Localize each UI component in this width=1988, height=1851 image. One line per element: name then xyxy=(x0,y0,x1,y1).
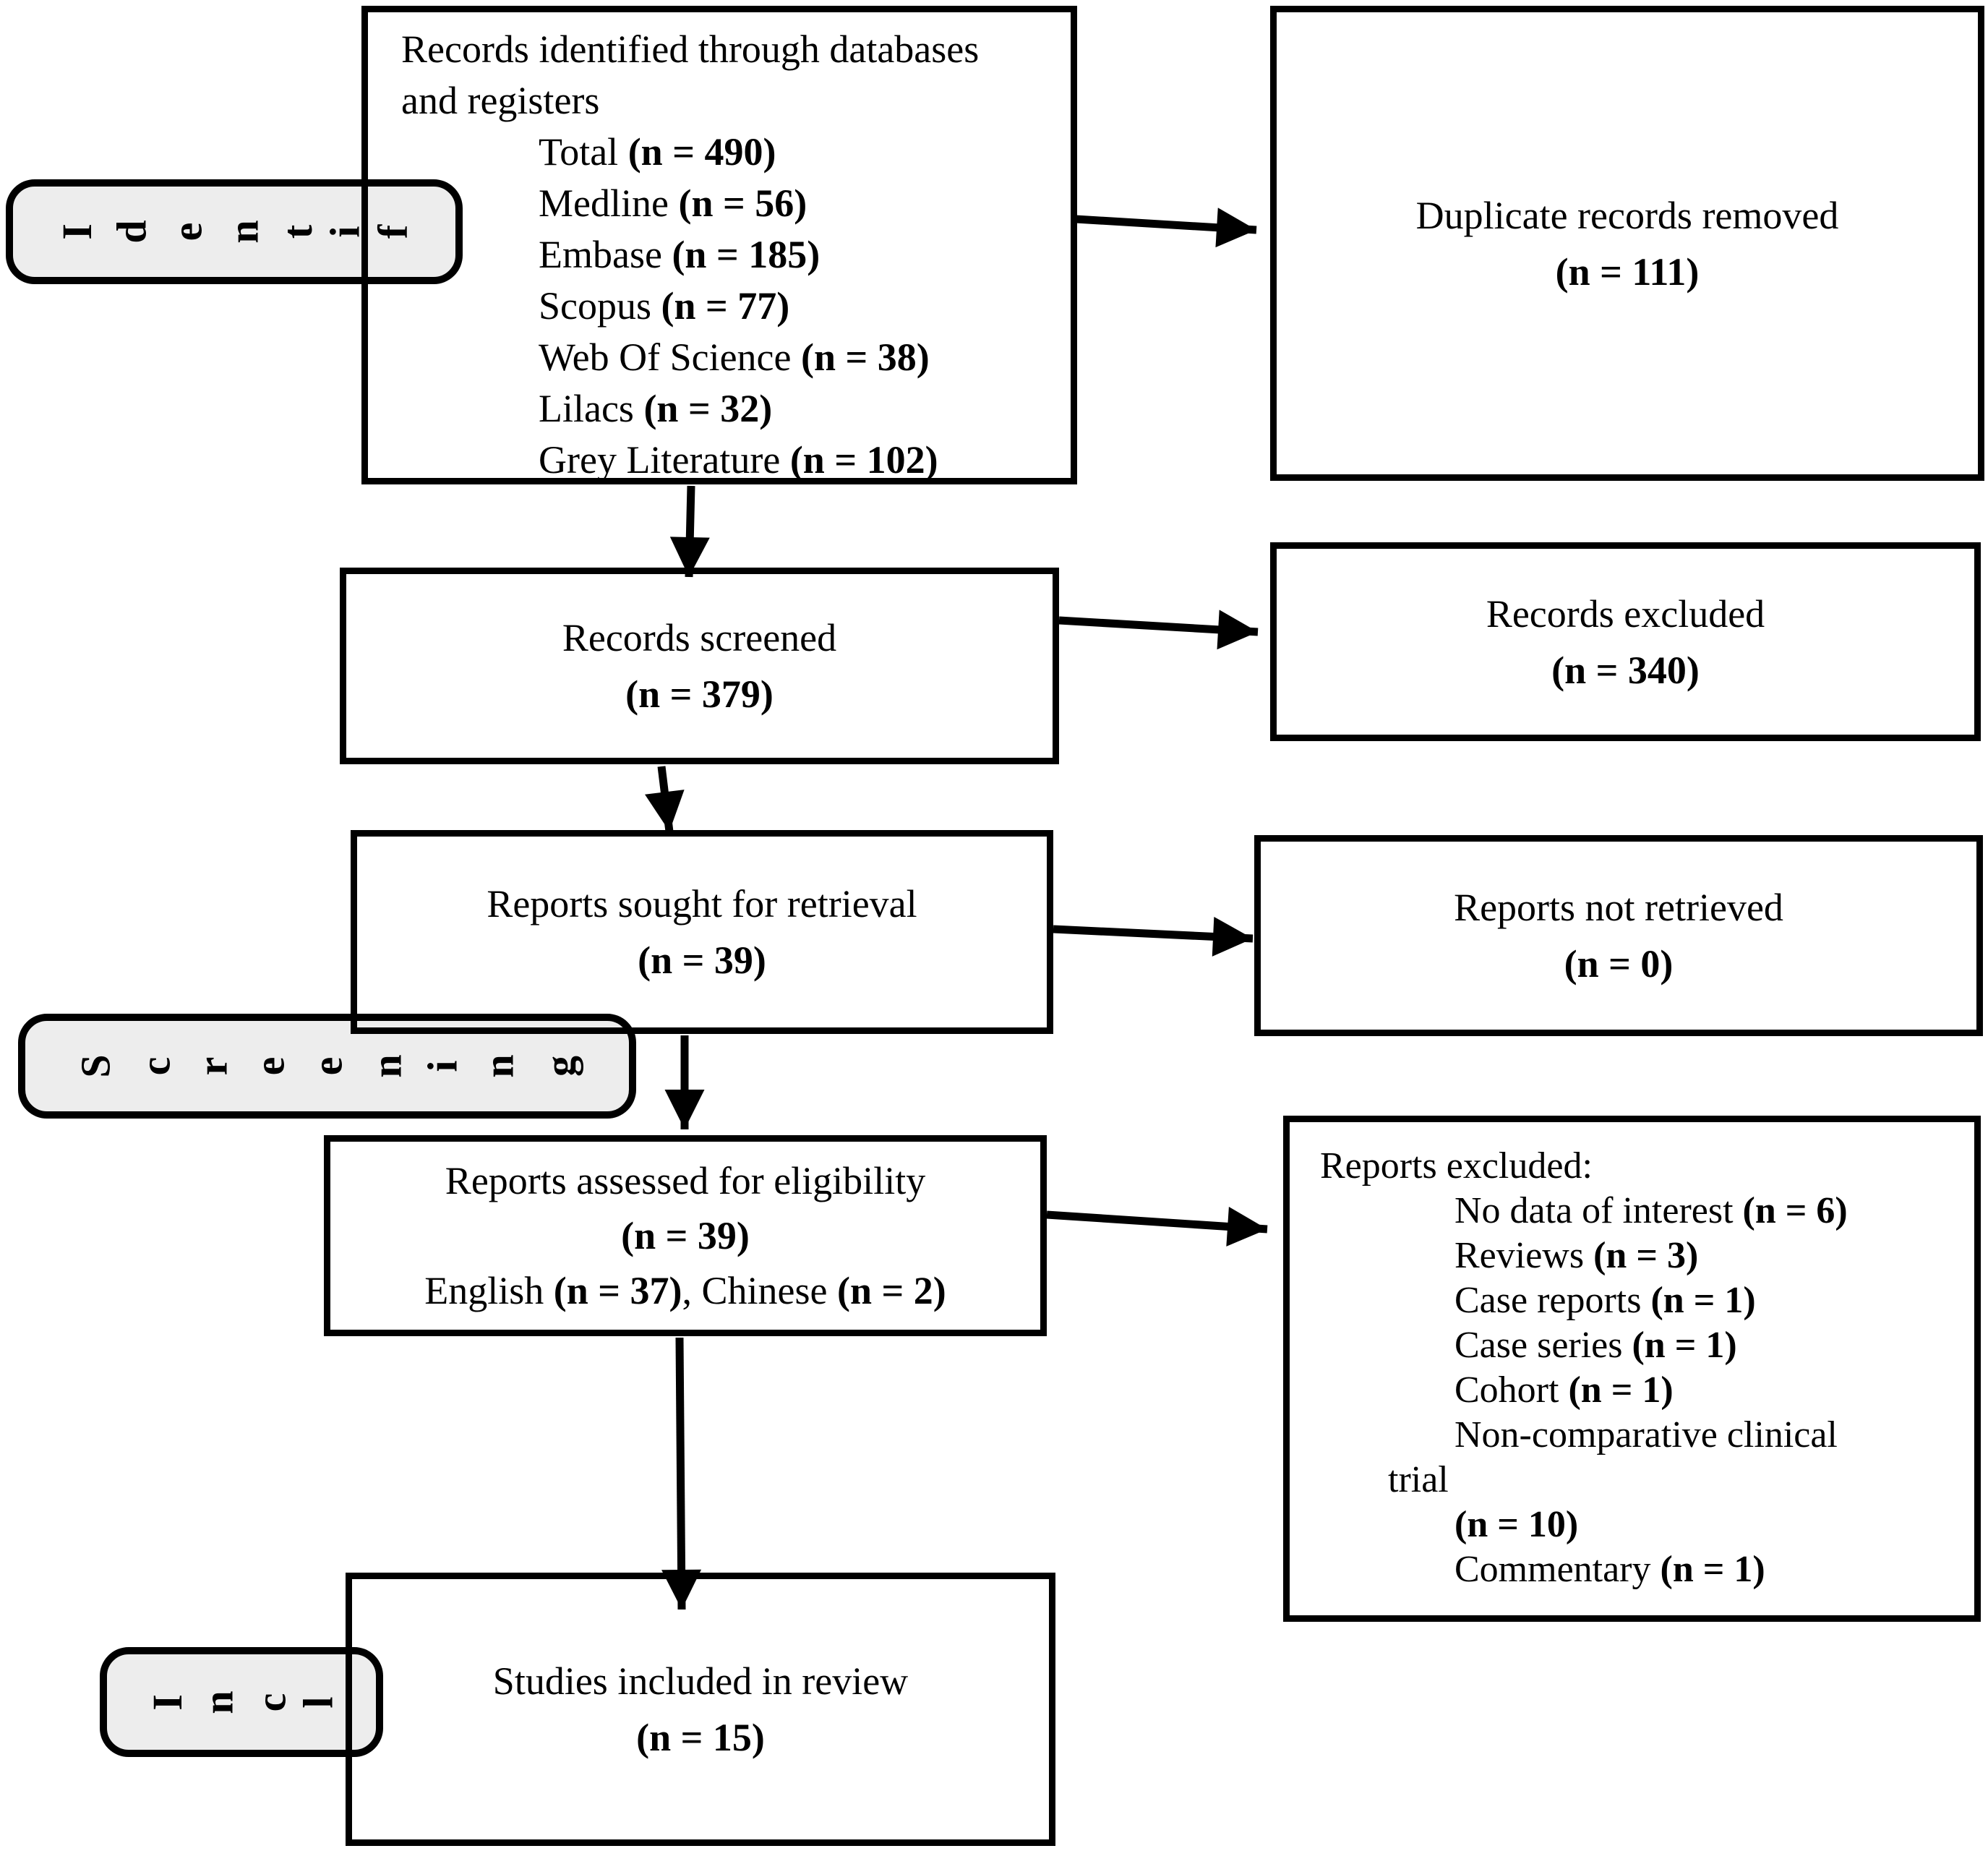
records-identified-item-wos: Web Of Science (n = 38) xyxy=(539,335,930,379)
records-identified-title-line1: Records identified through databases xyxy=(401,27,980,71)
reports-excluded-item-case-reports: Case reports (n = 1) xyxy=(1454,1280,1756,1321)
reports-sought-line1: Reports sought for retrieval xyxy=(487,882,917,926)
reports-assessed-line1: Reports assessed for eligibility xyxy=(445,1159,926,1202)
reports-not-retrieved-line1: Reports not retrieved xyxy=(1454,886,1783,929)
box-reports-sought: Reports sought for retrieval (n = 39) xyxy=(351,830,1053,1034)
reports-excluded-item-reviews: Reviews (n = 3) xyxy=(1454,1235,1699,1276)
box-reports-assessed: Reports assessed for eligibility (n = 39… xyxy=(324,1135,1047,1336)
reports-excluded-item-commentary: Commentary (n = 1) xyxy=(1454,1549,1765,1590)
arrow-identified-to-screened xyxy=(669,485,710,578)
records-identified-item-embase: Embase (n = 185) xyxy=(539,233,821,276)
duplicates-removed-line1: Duplicate records removed xyxy=(1415,193,1839,237)
reports-sought-count: (n = 39) xyxy=(638,939,766,982)
arrow-screened-to-excluded xyxy=(1058,610,1259,650)
arrow-sought-to-not-retrieved xyxy=(1053,916,1254,957)
records-identified-item-scopus: Scopus (n = 77) xyxy=(539,284,790,328)
box-reports-not-retrieved: Reports not retrieved (n = 0) xyxy=(1254,835,1983,1036)
box-reports-excluded-reasons: Reports excluded: No data of interest (n… xyxy=(1283,1116,1981,1622)
records-excluded-line1: Records excluded xyxy=(1486,591,1765,636)
records-identified-item-medline: Medline (n = 56) xyxy=(539,181,807,225)
box-duplicate-records-removed: Duplicate records removed (n = 111) xyxy=(1270,6,1984,481)
reports-excluded-item-noncomparative: Non-comparative clinical xyxy=(1454,1414,1838,1455)
reports-excluded-item-trial-count: (n = 10) xyxy=(1454,1504,1579,1545)
duplicates-removed-count: (n = 111) xyxy=(1555,249,1700,294)
studies-included-line1: Studies included in review xyxy=(492,1659,909,1703)
reports-excluded-item-case-series: Case series (n = 1) xyxy=(1454,1325,1737,1366)
reports-assessed-count: (n = 39) xyxy=(621,1214,750,1257)
reports-excluded-header: Reports excluded: xyxy=(1320,1145,1593,1187)
records-identified-item-lilacs: Lilacs (n = 32) xyxy=(539,387,773,430)
reports-excluded-item-cohort: Cohort (n = 1) xyxy=(1454,1369,1674,1411)
box-records-identified: Records identified through databases and… xyxy=(361,6,1077,484)
records-screened-line1: Records screened xyxy=(562,616,837,659)
records-identified-title-line2: and registers xyxy=(401,79,600,122)
reports-assessed-languages: English (n = 37), Chinese (n = 2) xyxy=(424,1269,946,1312)
studies-included-count: (n = 15) xyxy=(636,1716,765,1759)
records-screened-count: (n = 379) xyxy=(625,672,774,716)
reports-excluded-item-no-data: No data of interest (n = 6) xyxy=(1454,1190,1848,1231)
arrow-assessed-to-excluded-reasons xyxy=(1046,1206,1268,1247)
reports-not-retrieved-count: (n = 0) xyxy=(1564,942,1674,986)
records-identified-item-total: Total (n = 490) xyxy=(539,130,776,174)
box-records-excluded: Records excluded (n = 340) xyxy=(1270,542,1981,741)
arrow-screened-to-sought xyxy=(645,766,685,832)
reports-excluded-item-trial: trial xyxy=(1388,1459,1449,1500)
records-identified-item-grey: Grey Literature (n = 102) xyxy=(539,438,938,482)
arrow-identified-to-duplicates xyxy=(1075,208,1257,248)
records-excluded-count: (n = 340) xyxy=(1551,648,1700,692)
arrow-assessed-to-included xyxy=(661,1337,702,1610)
